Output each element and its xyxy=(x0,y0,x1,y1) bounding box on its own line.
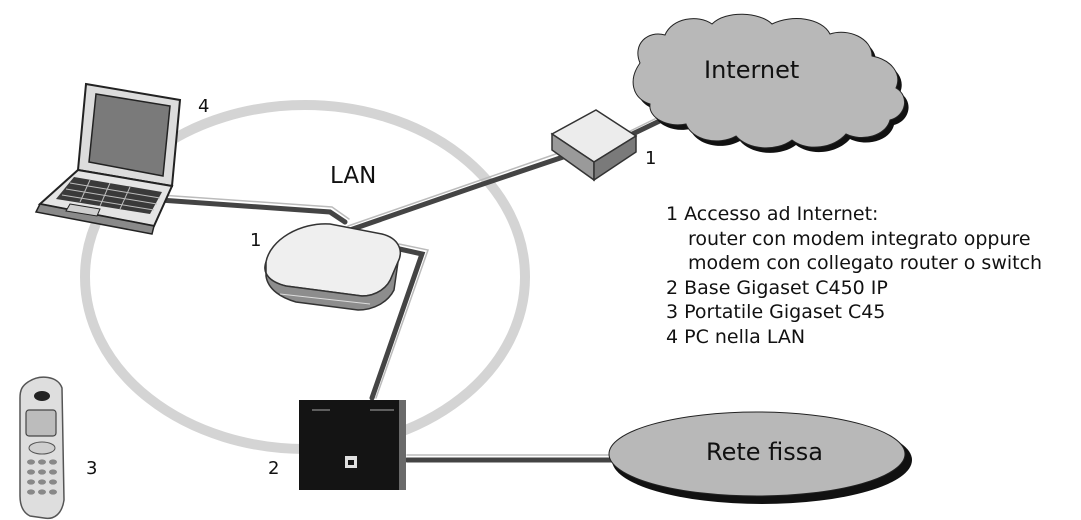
legend-item: modem con collegato router o switch xyxy=(688,252,1043,274)
internet-label: Internet xyxy=(704,56,800,84)
legend-item: 1 Accesso ad Internet: xyxy=(666,203,879,225)
legend-item: 2 Base Gigaset C450 IP xyxy=(666,276,888,299)
handset-device xyxy=(19,376,65,520)
legend-item: router con modem integrato oppure xyxy=(688,227,1031,250)
laptop-number: 4 xyxy=(198,96,210,117)
laptop-device xyxy=(34,82,182,235)
base-number: 2 xyxy=(268,458,280,479)
router-device xyxy=(264,223,402,311)
legend: 1 Accesso ad Internet: router con modem … xyxy=(666,202,1042,349)
router-number: 1 xyxy=(250,230,262,251)
legend-item: 3 Portatile Gigaset C45 xyxy=(666,301,886,323)
modem-device xyxy=(550,109,638,182)
modem-number: 1 xyxy=(645,148,657,169)
landline-label: Rete fissa xyxy=(706,438,823,466)
internet-cloud xyxy=(632,13,909,153)
landline-network xyxy=(608,411,912,504)
lan-label: LAN xyxy=(330,163,377,189)
base-station xyxy=(299,400,406,490)
legend-item: 4 PC nella LAN xyxy=(666,325,806,348)
handset-number: 3 xyxy=(86,458,98,479)
